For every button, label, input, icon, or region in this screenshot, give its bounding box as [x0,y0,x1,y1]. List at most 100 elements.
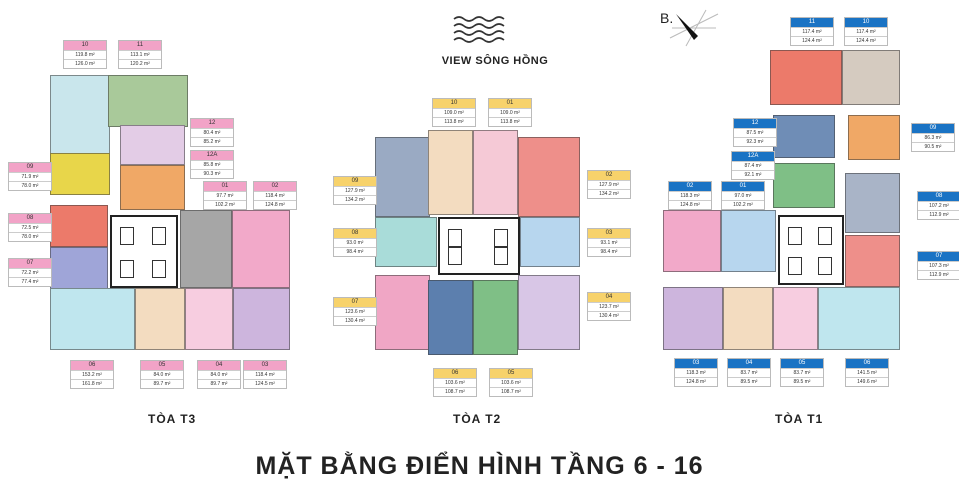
unit-t1-01[interactable] [721,210,776,272]
area-gross: 113.8 m² [489,117,531,126]
area-net: 118.4 m² [244,370,286,379]
unit-t1-10[interactable] [842,50,900,105]
unit-t1-06[interactable] [818,287,900,350]
area-gross: 98.4 m² [334,247,376,256]
unit-number: 02 [588,171,630,180]
compass-label: B. [660,10,674,26]
area-gross: 112.9 m² [918,270,959,279]
unit-t1-09[interactable] [848,115,900,160]
unit-number: 07 [918,252,959,261]
unit-number: 12A [191,151,233,160]
unit-number: 02 [669,182,711,191]
unit-t3-12A[interactable] [120,165,185,210]
unit-number: 01 [204,182,246,191]
area-gross: 89.7 m² [198,379,240,388]
unit-number: 08 [334,229,376,238]
area-net: 93.0 m² [334,238,376,247]
unit-t1-03[interactable] [663,287,723,350]
unit-t1-04[interactable] [723,287,773,350]
area-net: 97.7 m² [204,191,246,200]
unit-t2-08[interactable] [375,217,437,267]
unit-t1-11[interactable] [770,50,842,105]
unit-t3-02[interactable] [232,210,290,288]
unit-number: 05 [490,369,532,378]
unit-t2-01[interactable] [473,130,518,215]
unit-t3-05[interactable] [135,288,185,350]
unit-t3-07[interactable] [50,247,108,289]
area-net: 97.0 m² [722,191,764,200]
area-gross: 102.2 m² [722,200,764,209]
area-gross: 77.4 m² [9,277,51,286]
area-gross: 130.4 m² [334,316,376,325]
unit-t1-08[interactable] [845,173,900,233]
area-net: 119.8 m² [64,50,106,59]
unit-t2-10[interactable] [428,130,473,215]
unit-t2-06[interactable] [428,280,473,355]
area-net: 84.0 m² [141,370,183,379]
unit-t3-12[interactable] [120,125,185,165]
unit-t2-02[interactable] [518,137,580,217]
unit-t3-04[interactable] [185,288,233,350]
unit-t3-10[interactable] [50,75,110,155]
area-gross: 130.4 m² [588,311,630,320]
unit-number: 05 [781,359,823,368]
core-t3 [110,215,178,288]
unit-t1-05[interactable] [773,287,818,350]
unit-t1-07[interactable] [845,235,900,287]
unit-t3-08[interactable] [50,205,108,247]
unit-number: 03 [675,359,717,368]
area-gross: 124.4 m² [791,36,833,45]
area-net: 107.2 m² [918,201,959,210]
area-net: 83.7 m² [781,368,823,377]
area-net: 85.8 m² [191,160,233,169]
unit-t1-12A[interactable] [773,163,835,208]
area-gross: 124.8 m² [669,200,711,209]
area-net: 84.0 m² [198,370,240,379]
unit-number: 11 [791,18,833,27]
unit-number: 06 [434,369,476,378]
unit-number: 01 [722,182,764,191]
area-gross: 120.2 m² [119,59,161,68]
area-net: 109.0 m² [433,108,475,117]
area-gross: 149.6 m² [846,377,888,386]
unit-t2-07[interactable] [375,275,430,350]
compass-icon [669,9,719,47]
unit-t3-01[interactable] [180,210,232,288]
unit-t2-05[interactable] [473,280,518,355]
unit-number: 05 [141,361,183,370]
unit-t3-03[interactable] [233,288,290,350]
area-gross: 126.0 m² [64,59,106,68]
unit-t1-02[interactable] [663,210,721,272]
unit-t3-11[interactable] [108,75,188,127]
unit-t2-03[interactable] [520,217,580,267]
unit-t3-06[interactable] [50,288,135,350]
unit-t2-09[interactable] [375,137,430,217]
unit-t3-09[interactable] [50,153,110,195]
area-gross: 78.0 m² [9,232,51,241]
area-net: 80.4 m² [191,128,233,137]
unit-t1-12[interactable] [773,115,835,158]
unit-t2-04[interactable] [518,275,580,350]
unit-number: 10 [845,18,887,27]
area-net: 71.9 m² [9,172,51,181]
area-net: 87.4 m² [732,161,774,170]
unit-number: 02 [254,182,296,191]
area-net: 141.5 m² [846,368,888,377]
waves-icon [453,16,505,43]
core-t2 [438,217,520,275]
